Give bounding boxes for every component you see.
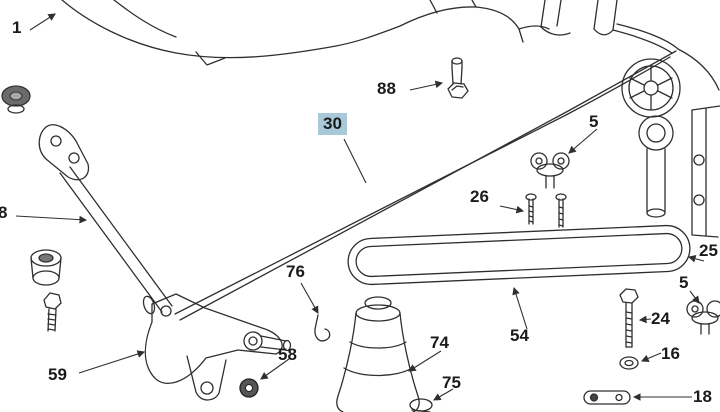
left-lever-drawing	[39, 125, 172, 312]
lift-rod-30-drawing	[175, 51, 676, 320]
part-label-76[interactable]: 76	[286, 262, 305, 281]
link-18-drawing	[584, 391, 630, 404]
washer-16-drawing	[620, 357, 638, 369]
wingnut-5-right-drawing	[687, 301, 720, 334]
part-label-8[interactable]: 8	[0, 203, 8, 222]
part-label-16[interactable]: 16	[661, 344, 680, 363]
hook-76-drawing	[315, 315, 330, 341]
part-label-18[interactable]: 18	[693, 387, 712, 406]
part-75-drawing	[410, 399, 432, 412]
cover-74-drawing	[337, 297, 419, 412]
bracket-drawing	[141, 294, 290, 400]
part-label-88[interactable]: 88	[377, 79, 396, 98]
knob-drawing	[2, 86, 30, 113]
deck-outline	[62, 0, 617, 65]
part-label-5-right[interactable]: 5	[679, 273, 689, 292]
part-label-59[interactable]: 59	[48, 365, 67, 384]
wingnut-5-upper-drawing	[531, 153, 569, 188]
bolt-88-drawing	[448, 58, 468, 98]
part-label-75[interactable]: 75	[442, 373, 461, 392]
part-label-24[interactable]: 24	[651, 309, 670, 328]
bushing-drawing	[31, 250, 61, 285]
part-label-74[interactable]: 74	[430, 333, 449, 352]
washer-58-drawing	[240, 379, 258, 397]
part-label-54[interactable]: 54	[510, 326, 529, 345]
part-label-1[interactable]: 1	[12, 18, 22, 37]
bolt-left-drawing	[44, 293, 61, 331]
part-label-26[interactable]: 26	[470, 187, 489, 206]
part-label-5-upper[interactable]: 5	[589, 112, 599, 131]
leader-arrows	[16, 13, 704, 401]
part-label-25[interactable]: 25	[699, 241, 718, 260]
bolts-26-drawing	[526, 194, 566, 227]
part-label-58[interactable]: 58	[278, 345, 297, 364]
engine-pulley-assembly	[613, 24, 720, 237]
part-label-30[interactable]: 30	[318, 113, 347, 135]
bolt-24-drawing	[620, 289, 638, 347]
belt-54-drawing	[347, 225, 691, 286]
